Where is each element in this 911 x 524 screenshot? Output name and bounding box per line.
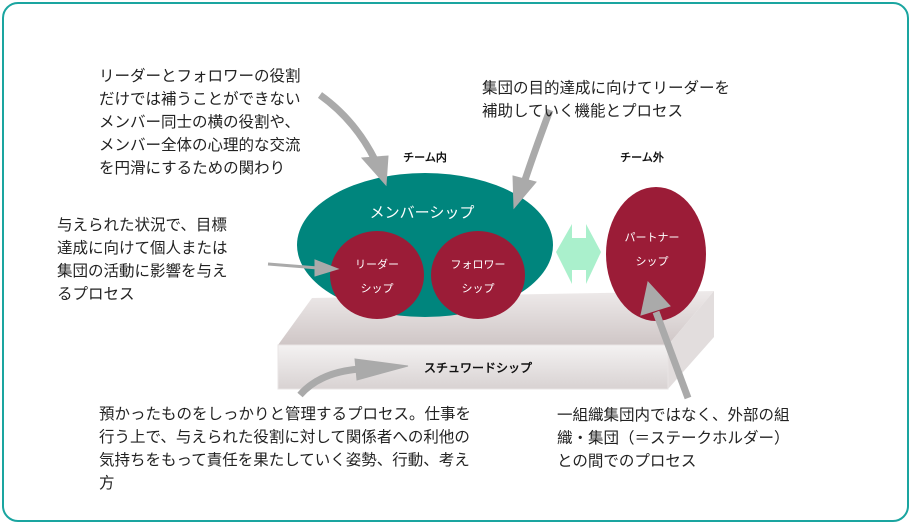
double-arrow-icon — [556, 224, 601, 284]
followership-circle — [431, 231, 525, 319]
partnership-note: 一組織集団内ではなく、外部の組 織・集団（＝ステークホルダー） との間でのプロセ… — [557, 406, 790, 470]
arrow-leadership — [267, 262, 319, 270]
arrows — [267, 92, 692, 400]
leadership-circle — [330, 231, 424, 319]
inside-team-label: チーム内 — [403, 151, 447, 164]
partnership-ellipse — [606, 187, 706, 321]
partnership-label: パートナー シップ — [624, 231, 680, 268]
arrow-followership — [521, 108, 554, 182]
stewardship-label: スチュワードシップ — [423, 361, 533, 375]
arrow-partnership — [652, 310, 692, 400]
leadership-note: 与えられた状況で、目標 達成に向けて個人または 集団の活動に影響を与え るプロセ… — [57, 216, 228, 303]
membership-label: メンバーシップ — [369, 203, 475, 222]
followership-label: フォロワー シップ — [450, 258, 506, 295]
followership-note: 集団の目的達成に向けてリーダーを 補助していく機能とプロセス — [482, 79, 731, 120]
membership-note: リーダーとフォロワーの役割 だけでは補うことができない メンバー同士の横の役割や… — [99, 67, 301, 177]
outside-team-label: チーム外 — [620, 151, 664, 164]
leadership-label: リーダー シップ — [355, 258, 399, 295]
stewardship-note: 預かったものをしっかりと管理するプロセス。仕事を 行う上で、与えられた役割に対し… — [99, 405, 472, 492]
arrow-membership — [317, 92, 379, 162]
arrow-stewardship — [297, 365, 361, 398]
